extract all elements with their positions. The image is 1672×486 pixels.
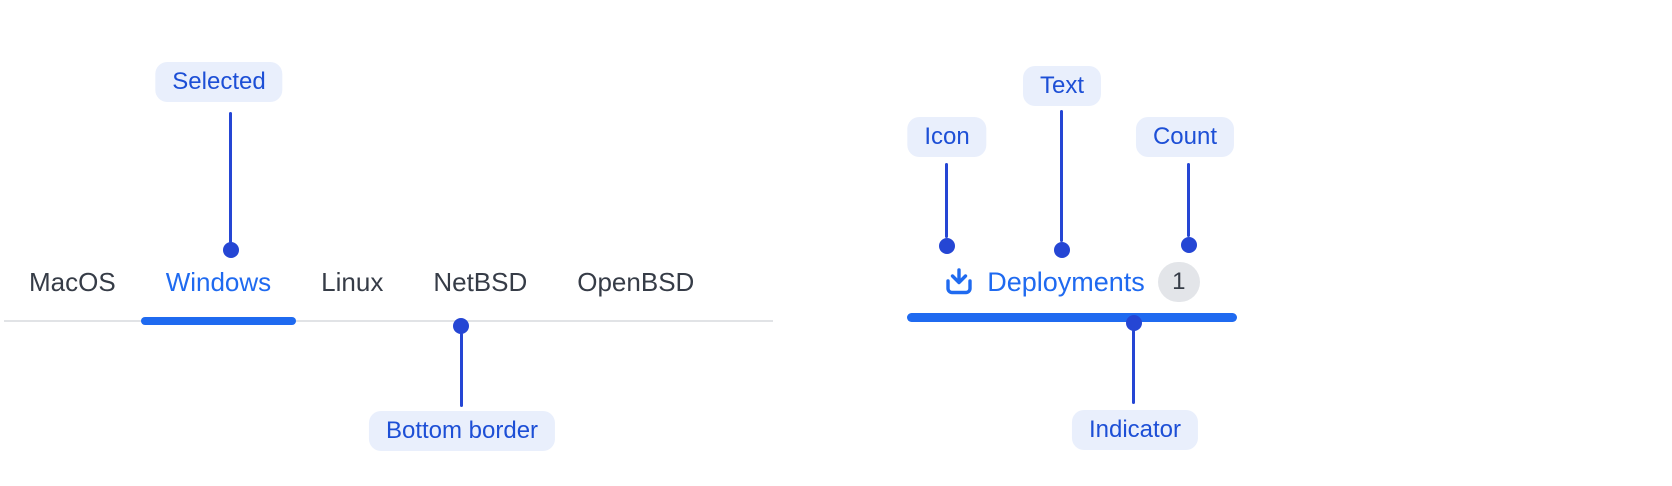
annotation-bottom-border-dot bbox=[453, 318, 469, 334]
annotation-icon-line bbox=[945, 163, 948, 238]
annotation-indicator: Indicator bbox=[1071, 410, 1199, 450]
annotation-count: Count bbox=[1135, 117, 1235, 157]
tab-deployments-label: Deployments bbox=[987, 267, 1145, 297]
annotation-selected-line bbox=[229, 112, 232, 243]
annotation-text-line bbox=[1060, 110, 1063, 242]
annotation-indicator-line bbox=[1132, 330, 1135, 404]
tab-bar: MacOS Windows Linux NetBSD OpenBSD bbox=[4, 260, 773, 325]
tab-windows-selected-indicator bbox=[140, 317, 297, 325]
tab-linux[interactable]: Linux bbox=[321, 267, 384, 297]
annotation-selected-dot bbox=[223, 242, 239, 258]
annotation-text-dot bbox=[1054, 242, 1070, 258]
annotation-text: Text bbox=[1022, 66, 1102, 106]
tab-macos[interactable]: MacOS bbox=[29, 267, 116, 297]
tab-netbsd[interactable]: NetBSD bbox=[433, 267, 528, 297]
annotation-indicator-dot bbox=[1126, 315, 1142, 331]
tab-deployments-count-badge: 1 bbox=[1157, 262, 1200, 302]
annotation-icon: Icon bbox=[907, 117, 987, 157]
tab-deployments[interactable]: Deployments 1 bbox=[907, 262, 1237, 302]
tab-openbsd[interactable]: OpenBSD bbox=[577, 267, 695, 297]
annotation-selected: Selected bbox=[155, 62, 283, 102]
annotation-icon-dot bbox=[939, 238, 955, 254]
tab-deployments-indicator bbox=[907, 313, 1237, 322]
download-icon bbox=[946, 268, 972, 295]
annotation-count-line bbox=[1187, 163, 1190, 237]
tab-windows-label: Windows bbox=[165, 267, 272, 297]
annotation-bottom-border: Bottom border bbox=[368, 411, 556, 451]
annotation-bottom-border-line bbox=[460, 333, 463, 407]
tab-anatomy-group: Deployments 1 bbox=[907, 262, 1237, 322]
annotation-count-dot bbox=[1181, 237, 1197, 253]
tab-windows[interactable]: Windows bbox=[140, 260, 297, 325]
